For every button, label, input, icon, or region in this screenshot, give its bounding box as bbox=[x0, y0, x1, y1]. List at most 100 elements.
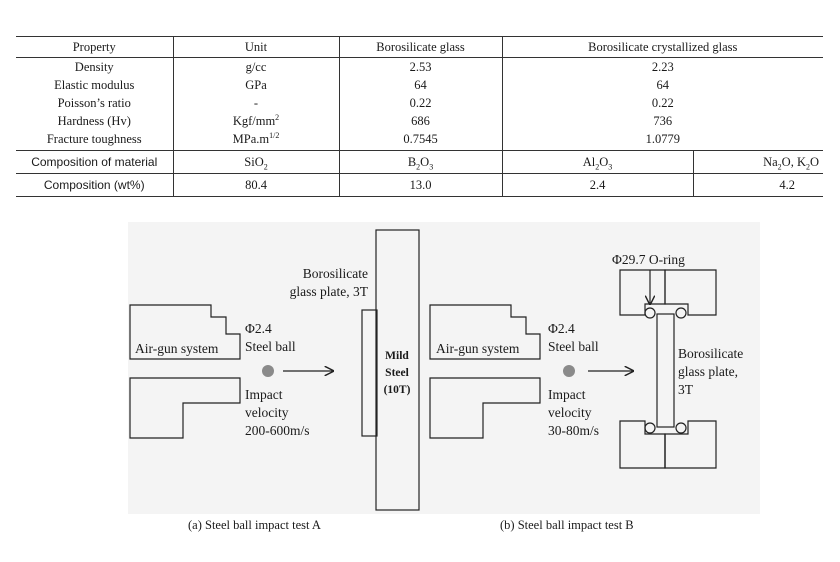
cell-glass: 686 bbox=[339, 112, 503, 130]
unit-sup: 2 bbox=[275, 112, 280, 122]
cell-unit: g/cc bbox=[173, 57, 340, 76]
cell-property: Density bbox=[16, 57, 174, 76]
header-property: Property bbox=[16, 36, 174, 58]
cell-glass: 64 bbox=[339, 76, 503, 94]
airgun-label-a: Air-gun system bbox=[135, 341, 219, 356]
cell-property: Fracture toughness bbox=[16, 130, 174, 151]
table-header-row: Property Unit Borosilicate glass Borosil… bbox=[16, 36, 824, 58]
impact-label-b-1: Impact bbox=[548, 387, 586, 402]
table-row: Elastic modulus GPa 64 64 bbox=[16, 76, 823, 94]
cell-property: Poisson’s ratio bbox=[16, 94, 174, 112]
ball-label-b-1: Φ2.4 bbox=[548, 321, 575, 336]
formula-sub: 2 bbox=[777, 162, 782, 172]
ball-label-a-2: Steel ball bbox=[245, 339, 296, 354]
unit-main: Kgf/mm bbox=[232, 114, 276, 128]
steel-label-2: Steel bbox=[385, 367, 409, 379]
glass-plate-b bbox=[656, 313, 675, 428]
cell-sio2: SiO2 bbox=[173, 150, 340, 174]
plate-label-a-2: glass plate, 3T bbox=[290, 284, 369, 299]
cell-wt-sio2: 80.4 bbox=[173, 173, 340, 197]
cell-unit: MPa.m1/2 bbox=[173, 130, 340, 151]
formula-sub: 2 bbox=[263, 162, 268, 172]
formula-sub: 2 bbox=[805, 162, 810, 172]
cell-unit: - bbox=[173, 94, 340, 112]
oring-circle bbox=[644, 307, 656, 319]
table-row: Fracture toughness MPa.m1/2 0.7545 1.077… bbox=[16, 130, 823, 151]
cell-property: Elastic modulus bbox=[16, 76, 174, 94]
cell-crystal: 0.22 bbox=[651, 96, 674, 110]
cell-al2o3: Al2O3 bbox=[502, 150, 694, 174]
formula-sub: 3 bbox=[608, 162, 613, 172]
ball-label-b-2: Steel ball bbox=[548, 339, 599, 354]
formula-part: B bbox=[407, 155, 417, 169]
impact-label-b-2: velocity bbox=[548, 405, 592, 420]
plate-label-b-2: glass plate, bbox=[678, 364, 738, 379]
glass-plate-a bbox=[361, 309, 378, 437]
header-crystallized-glass: Borosilicate crystallized glass bbox=[502, 36, 824, 58]
formula-part: Al bbox=[582, 155, 596, 169]
oring-circle bbox=[675, 422, 687, 434]
table-row: Hardness (Hv) Kgf/mm2 686 736 bbox=[16, 112, 823, 130]
mild-steel-plate bbox=[375, 229, 420, 511]
airgun-upper-block-b bbox=[429, 304, 541, 360]
impact-label-b-3: 30-80m/s bbox=[548, 423, 599, 438]
formula-part: O, K bbox=[781, 155, 806, 169]
plate-label-b-1: Borosilicate bbox=[678, 346, 743, 361]
cell-crystal: 64 bbox=[656, 78, 670, 92]
fixture-bottom-left bbox=[619, 420, 666, 469]
formula-part: O bbox=[809, 155, 820, 169]
oring-label: Φ29.7 O-ring bbox=[612, 252, 685, 267]
composition-wt-row: Composition (wt%) 80.4 13.0 2.4 4.2 bbox=[16, 173, 824, 197]
header-borosilicate-glass: Borosilicate glass bbox=[339, 36, 503, 58]
cell-crystal: 736 bbox=[653, 114, 673, 128]
impact-test-diagram: Borosilicate glass plate, 3T Air-gun sys… bbox=[129, 229, 743, 511]
airgun-lower-block-b bbox=[429, 377, 541, 439]
formula-sub: 2 bbox=[416, 162, 421, 172]
header-unit: Unit bbox=[173, 36, 340, 58]
cell-glass: 0.7545 bbox=[339, 130, 503, 151]
ball-label-a-1: Φ2.4 bbox=[245, 321, 272, 336]
airgun-upper-block-a bbox=[129, 304, 241, 360]
impact-label-a-2: velocity bbox=[245, 405, 289, 420]
airgun-label-b: Air-gun system bbox=[436, 341, 520, 356]
cell-wt-label: Composition (wt%) bbox=[16, 173, 174, 197]
cell-unit: GPa bbox=[173, 76, 340, 94]
formula-part: O bbox=[420, 155, 430, 169]
cell-na2o-k2o: Na2O, K2O bbox=[693, 150, 824, 174]
table-row: Density g/cc 2.53 2.23 bbox=[16, 57, 823, 76]
steel-label-3: (10T) bbox=[384, 384, 411, 396]
cell-glass: 2.53 bbox=[339, 57, 503, 76]
properties-table: Property Unit Borosilicate glass Borosil… bbox=[16, 36, 824, 197]
cell-composition-label: Composition of material bbox=[16, 150, 174, 174]
impact-label-a-3: 200-600m/s bbox=[245, 423, 310, 438]
cell-unit: Kgf/mm2 bbox=[173, 112, 340, 130]
cell-wt-b2o3: 13.0 bbox=[339, 173, 503, 197]
composition-row: Composition of material SiO2 B2O3 Al2O3 … bbox=[16, 150, 824, 174]
cell-wt-na2o-k2o: 4.2 bbox=[693, 173, 824, 197]
formula-sub: 2 bbox=[595, 162, 600, 172]
fixture-top-left bbox=[619, 269, 666, 316]
airgun-lower-block-a bbox=[129, 377, 241, 439]
fixture-bottom-right bbox=[664, 420, 717, 469]
fixture-top-right bbox=[664, 269, 717, 316]
cell-b2o3: B2O3 bbox=[339, 150, 503, 174]
oring-circle bbox=[675, 307, 687, 319]
impact-label-a-1: Impact bbox=[245, 387, 283, 402]
cell-wt-al2o3: 2.4 bbox=[502, 173, 694, 197]
plate-label-b-3: 3T bbox=[678, 382, 694, 397]
steel-ball-b bbox=[563, 365, 575, 377]
formula-sub: 3 bbox=[429, 162, 434, 172]
cell-crystal: 1.0779 bbox=[645, 132, 680, 146]
unit-sup: 1/2 bbox=[269, 130, 280, 140]
formula-part: SiO bbox=[244, 155, 264, 169]
steel-ball-a bbox=[262, 365, 274, 377]
table-row: Poisson’s ratio - 0.22 0.22 bbox=[16, 94, 823, 112]
oring-circle bbox=[644, 422, 656, 434]
formula-part: Na bbox=[763, 155, 778, 169]
plate-label-a-1: Borosilicate bbox=[303, 266, 368, 281]
caption-test-a: (a) Steel ball impact test A bbox=[188, 518, 321, 532]
cell-crystal: 2.23 bbox=[651, 60, 674, 74]
steel-label-1: Mild bbox=[385, 350, 409, 362]
caption-test-b: (b) Steel ball impact test B bbox=[500, 518, 634, 532]
unit-main: MPa.m bbox=[232, 132, 270, 146]
